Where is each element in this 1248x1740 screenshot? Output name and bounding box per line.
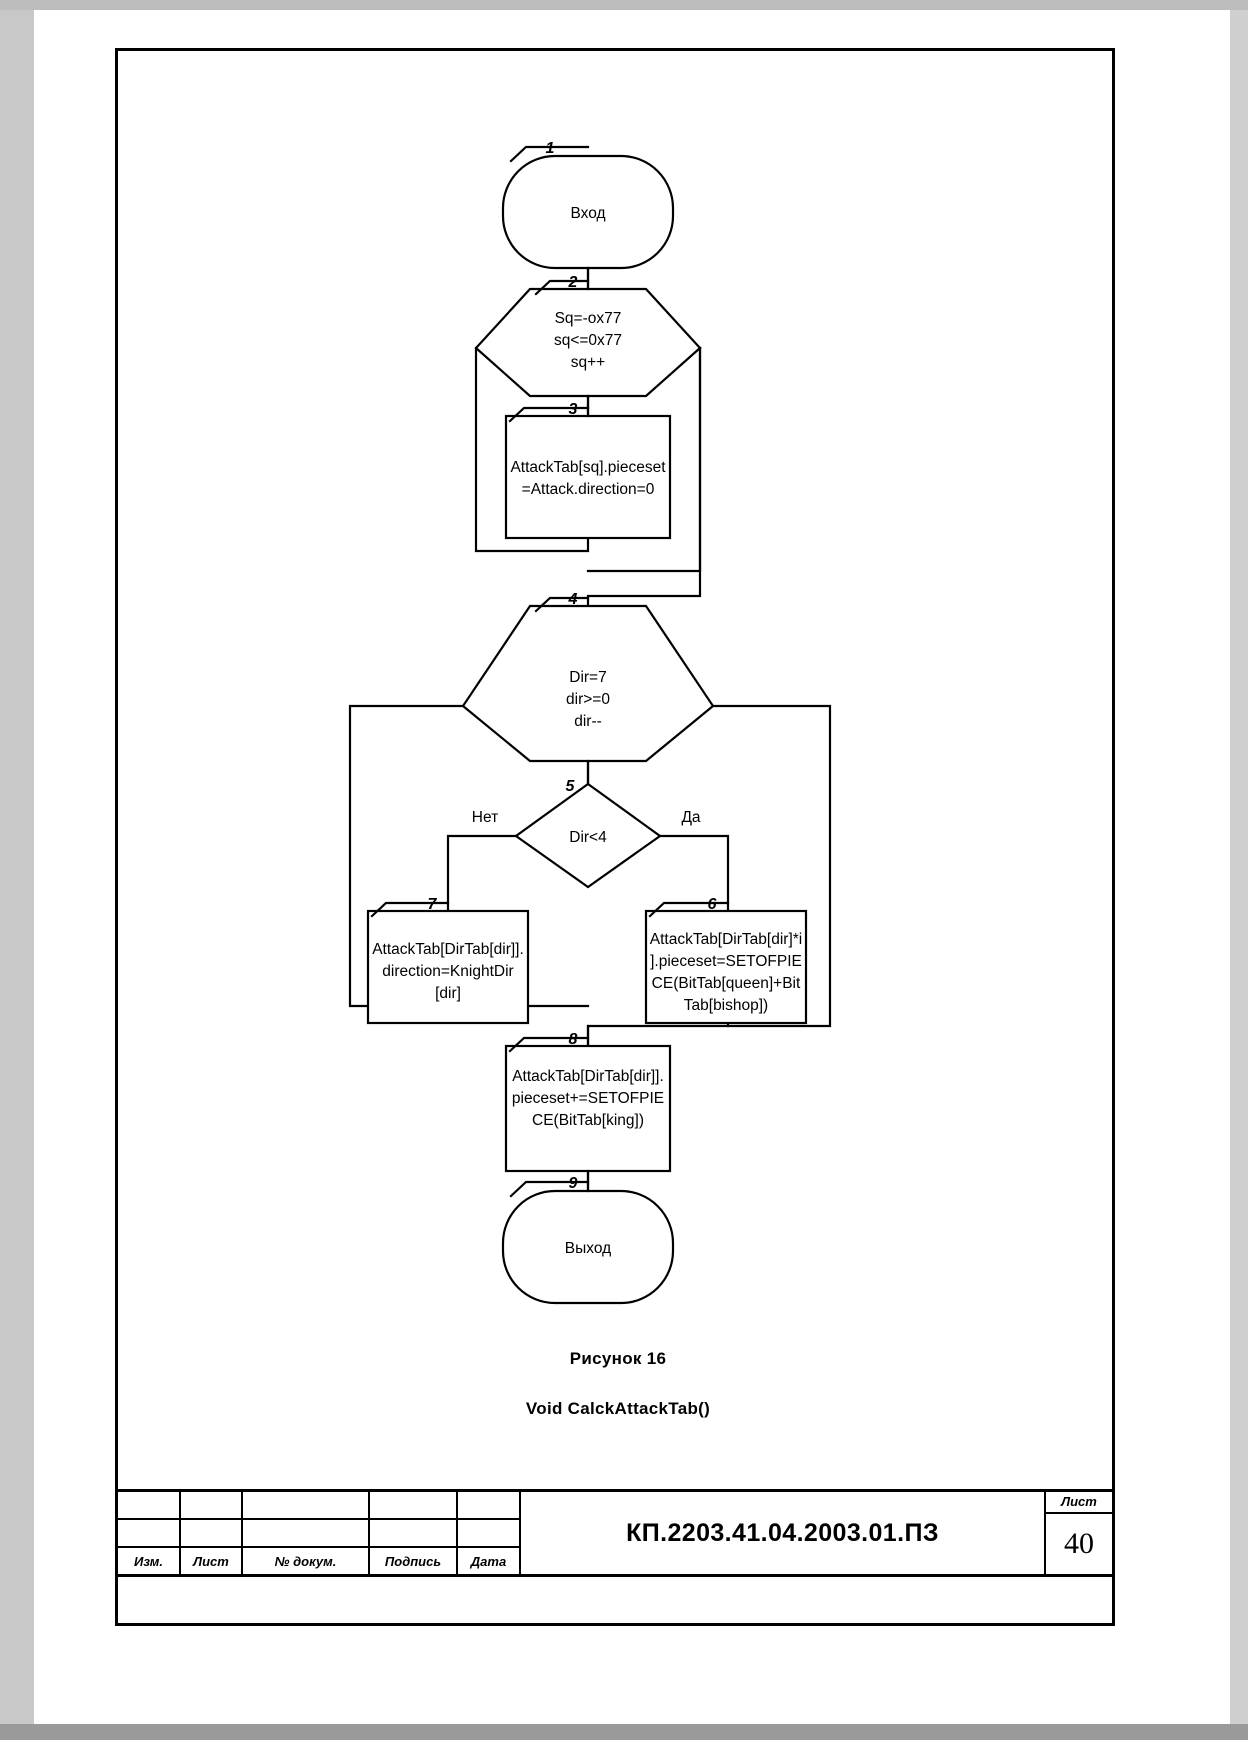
stamp-label-podpis: Подпись <box>384 1553 442 1569</box>
stamp-cell-blank <box>370 1520 456 1548</box>
node-5-number: 5 <box>566 778 576 795</box>
node-4-number-bracket <box>534 596 590 613</box>
stamp-cell-blank <box>370 1492 456 1520</box>
node-5-decision <box>514 782 662 889</box>
node-9-number: 9 <box>569 1175 578 1192</box>
node-3-number: 3 <box>569 401 578 418</box>
edge-5-to-6-yes <box>658 834 730 913</box>
node-2-text-line2: sq<=0x77 <box>554 332 622 349</box>
node-8-number: 8 <box>569 1031 578 1048</box>
node-8-number-bracket <box>508 1036 590 1053</box>
scan-edge-bottom <box>0 1724 1248 1740</box>
figure-subcaption: Void CalckAttackTab() <box>525 1399 711 1418</box>
stamp-column-ndokum: № докум. <box>243 1492 370 1574</box>
node-4-text-line3: dir-- <box>574 713 602 730</box>
node-7-number: 7 <box>428 896 438 913</box>
node-8-text-line3: CE(BitTab[king]) <box>532 1112 644 1129</box>
node-1-number-bracket <box>509 145 590 163</box>
scan-edge-right <box>1230 0 1248 1740</box>
node-6-number-bracket <box>648 901 730 918</box>
stamp-column-sheet: Лист 40 <box>1046 1492 1112 1574</box>
node-7-text-line3: [dir] <box>435 985 461 1002</box>
node-6-number: 6 <box>708 896 717 913</box>
edge-5-to-7-no <box>446 834 518 913</box>
edge-3-loopback-left <box>474 346 590 553</box>
stamp-cell-blank <box>181 1492 241 1520</box>
drawing-frame: 1 2 3 4 5 6 7 8 9 Вход Sq=-ox77 sq<=0x77… <box>115 48 1115 1626</box>
node-3-process <box>504 414 672 540</box>
node-2-number-bracket <box>534 279 590 296</box>
node-7-process <box>366 909 530 1025</box>
stamp-cell-label: Изм. <box>118 1548 179 1574</box>
stamp-cell-blank <box>243 1520 368 1548</box>
stamp-cell-blank <box>181 1520 241 1548</box>
node-8-text-line1: AttackTab[DirTab[dir]]. <box>512 1068 664 1085</box>
node-9-text: Выход <box>565 1240 611 1257</box>
node-8-process <box>504 1044 672 1173</box>
node-8-text-line2: pieceset+=SETOFPIE <box>512 1090 664 1107</box>
edge-2-to-4 <box>586 346 702 608</box>
node-6-text-line3: CE(BitTab[queen]+Bit <box>652 975 801 992</box>
stamp-cell-blank <box>118 1492 179 1520</box>
stamp-label-izm: Изм. <box>133 1553 164 1569</box>
node-7-text-line2: direction=KnightDir <box>382 963 513 980</box>
node-2-text-line1: Sq=-ox77 <box>555 310 622 327</box>
node-6-text-line1: AttackTab[DirTab[dir]*i <box>650 931 802 948</box>
node-2-hexagon <box>474 287 702 398</box>
node-7-number-bracket <box>370 901 450 918</box>
node-2-number: 2 <box>568 274 578 291</box>
node-6-text-line4: Tab[bishop]) <box>684 997 768 1014</box>
node-5-text: Dir<4 <box>569 829 607 846</box>
node-7-text-line1: AttackTab[DirTab[dir]]. <box>372 941 524 958</box>
node-2-text-line3: sq++ <box>571 354 605 371</box>
node-9-number-bracket <box>509 1180 590 1198</box>
node-1-number: 1 <box>546 140 555 157</box>
stamp-cell-blank <box>243 1492 368 1520</box>
scan-edge-left <box>0 0 34 1740</box>
node-3-number-bracket <box>508 406 590 423</box>
node-1-text: Вход <box>570 205 605 222</box>
stamp-column-list: Лист <box>181 1492 243 1574</box>
stamp-label-data: Дата <box>470 1553 507 1569</box>
node-3-text-line1: AttackTab[sq].pieceset <box>510 459 666 476</box>
flowchart-canvas: 1 2 3 4 5 6 7 8 9 Вход Sq=-ox77 sq<=0x77… <box>348 140 832 1305</box>
stamp-column-izm: Изм. <box>118 1492 181 1574</box>
stamp-cell-label: Дата <box>458 1548 519 1574</box>
node-6-process <box>644 909 808 1025</box>
stamp-cell-label: № докум. <box>243 1548 368 1574</box>
scan-edge-top <box>0 0 1248 10</box>
node-4-text-line2: dir>=0 <box>566 691 610 708</box>
figure-caption: Рисунок 16 <box>569 1349 667 1368</box>
node-4-number: 4 <box>568 591 578 608</box>
stamp-label-sheet: Лист <box>1046 1492 1112 1514</box>
stamp-label-list: Лист <box>193 1553 229 1569</box>
stamp-column-data: Дата <box>458 1492 521 1574</box>
stamp-label-ndokum: № докум. <box>274 1553 337 1569</box>
node-6-text-line2: ].pieceset=SETOFPIE <box>650 953 802 970</box>
document-number: КП.2203.41.04.2003.01.ПЗ <box>626 1518 939 1547</box>
stamp-cell-label: Лист <box>181 1548 241 1574</box>
stamp-cell-blank <box>458 1492 519 1520</box>
edge-label-no: Нет <box>472 809 498 826</box>
edge-label-yes: Да <box>681 809 700 826</box>
sheet-number: 40 <box>1064 1527 1094 1560</box>
title-block: Изм. Лист № докум. <box>115 1489 1115 1577</box>
node-4-text-line1: Dir=7 <box>569 669 606 686</box>
stamp-column-podpis: Подпись <box>370 1492 458 1574</box>
node-4-hexagon <box>461 604 715 763</box>
stamp-cell-blank <box>458 1520 519 1548</box>
node-3-text-line2: =Attack.direction=0 <box>522 481 655 498</box>
stamp-cell-blank <box>118 1520 179 1548</box>
stamp-cell-label: Подпись <box>370 1548 456 1574</box>
stamp-column-docnumber: КП.2203.41.04.2003.01.ПЗ <box>521 1492 1046 1574</box>
